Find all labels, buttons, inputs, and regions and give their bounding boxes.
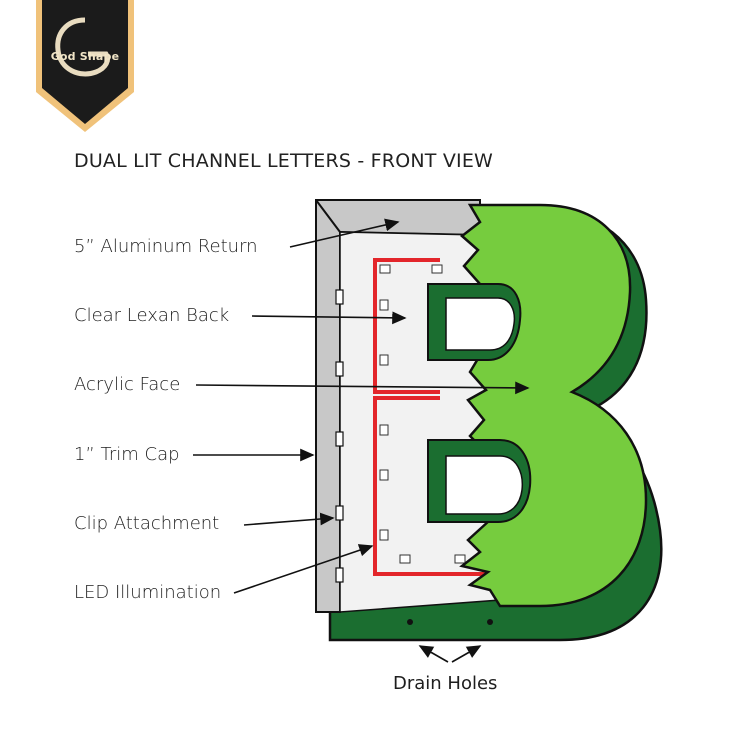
diagram-title: DUAL LIT CHANNEL LETTERS - FRONT VIEW — [74, 150, 494, 172]
brand-logo — [36, 0, 134, 132]
clips — [335, 289, 344, 583]
led-modules — [379, 264, 466, 564]
arrow-return — [289, 218, 400, 248]
arrow-drain-2 — [451, 645, 482, 663]
label-aluminum-return: 5” Aluminum Return — [74, 236, 258, 257]
arrow-back — [251, 311, 407, 325]
logo-swirl-icon — [55, 17, 111, 77]
callout-arrows — [193, 218, 530, 663]
brand-name: God Shape — [50, 50, 120, 63]
arrow-drain-1 — [418, 645, 449, 663]
label-lexan-back: Clear Lexan Back — [74, 305, 230, 326]
label-acrylic-face: Acrylic Face — [74, 374, 181, 395]
label-led-illumination: LED Illumination — [74, 582, 222, 603]
label-drain-holes: Drain Holes — [393, 673, 498, 694]
lower-counter-inner — [445, 455, 524, 515]
trim-cap — [315, 199, 341, 613]
acrylic-face — [459, 203, 648, 608]
drain-hole-1 — [407, 619, 413, 625]
upper-counter-inner — [445, 297, 516, 351]
arrow-face — [195, 381, 530, 395]
arrow-clip — [243, 512, 335, 526]
label-clip-attachment: Clip Attachment — [74, 513, 220, 534]
arrow-led — [233, 544, 374, 594]
led-strip-bottom — [373, 396, 515, 576]
drain-hole-2 — [487, 619, 493, 625]
label-trim-cap: 1” Trim Cap — [74, 444, 180, 465]
led-strip-top — [373, 258, 440, 394]
